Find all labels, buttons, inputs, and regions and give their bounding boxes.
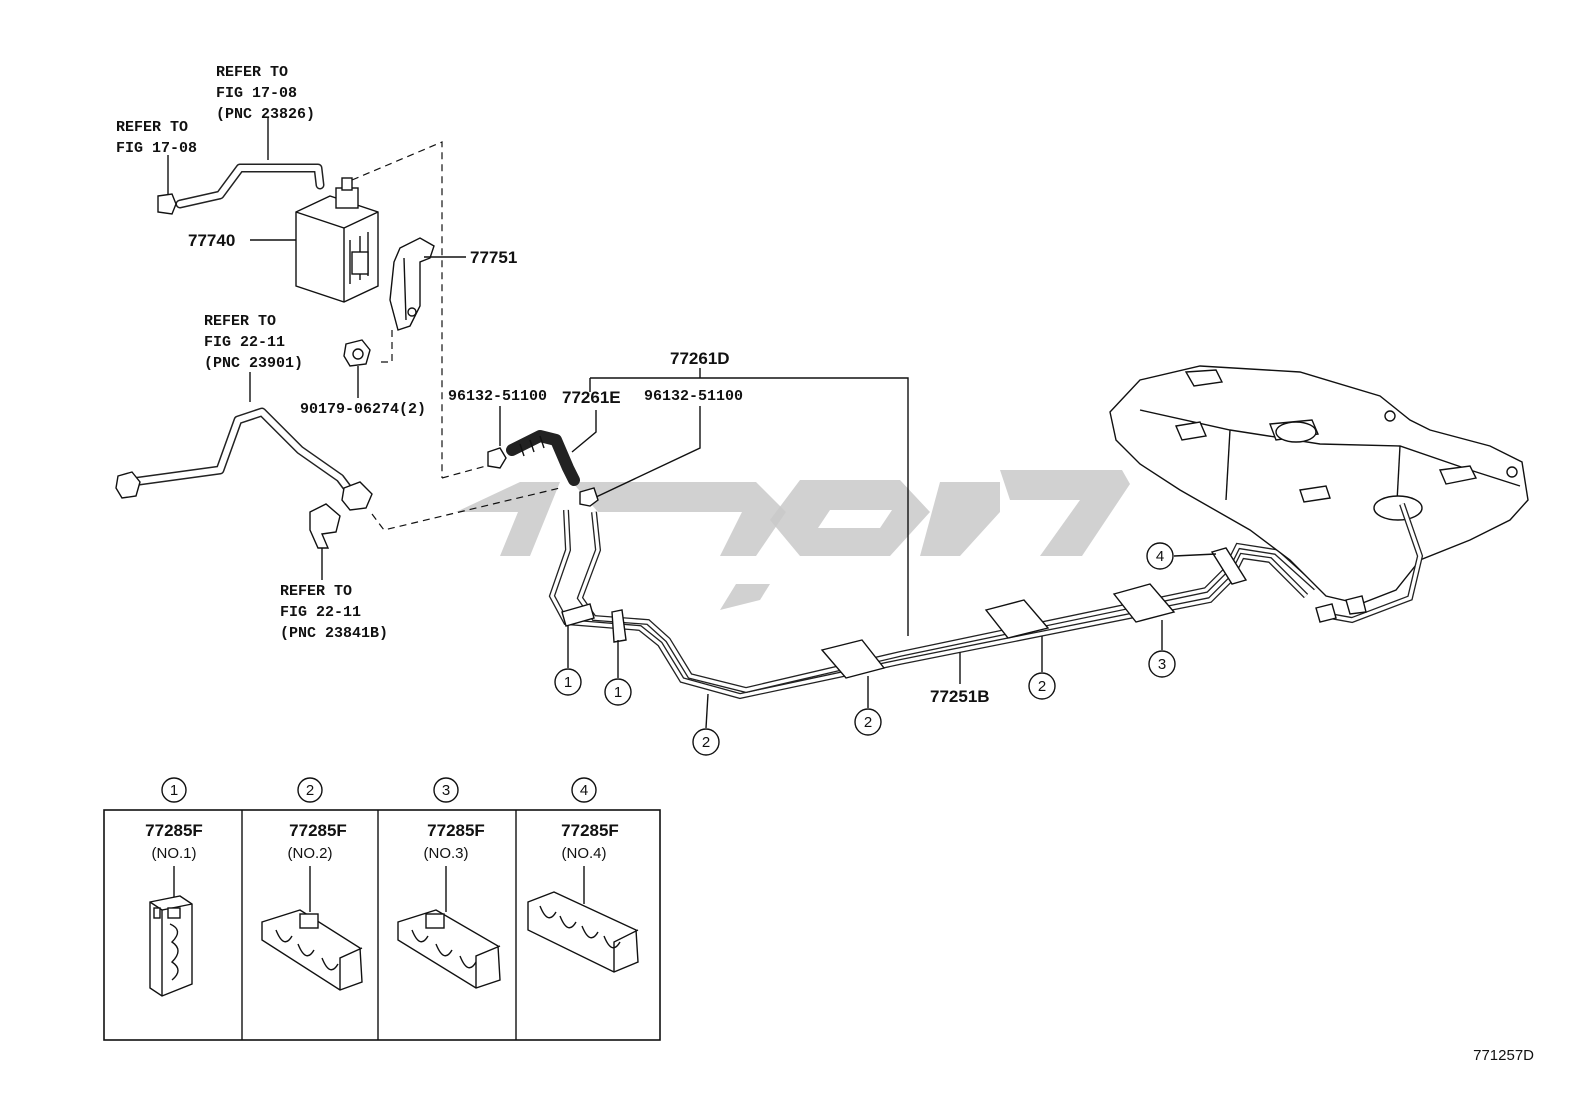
clamp-1-part: 77285F — [145, 821, 203, 840]
clamp-1-number: 1 — [170, 782, 178, 799]
canister-bracket-shape — [389, 237, 435, 331]
tube-clips — [561, 547, 1248, 679]
clamp-left-part-number: 96132-51100 — [448, 388, 547, 405]
ref1-line1: REFER TO — [216, 64, 288, 81]
callout-2a-number: 2 — [702, 734, 710, 751]
clamp-1-note: (NO.1) — [152, 845, 197, 862]
clamp-3-number: 3 — [442, 782, 450, 799]
callout-4: 4 — [1146, 542, 1217, 570]
fuel-tank-shape — [1109, 365, 1529, 624]
canister-part-number: 77740 — [188, 231, 235, 250]
ref1-line3: (PNC 23826) — [216, 106, 315, 123]
main-tube-part-number: 77251B — [930, 687, 990, 706]
ref2-line1: REFER TO — [116, 119, 188, 136]
ref-text-2: REFER TO FIG 17-08 — [116, 119, 197, 157]
ref3-line2: FIG 22-11 — [204, 334, 285, 351]
watermark-logo — [456, 470, 1130, 610]
clamp-4-number: 4 — [580, 782, 588, 799]
clamp-3-note: (NO.3) — [424, 845, 469, 862]
clamp-right-part-number: 96132-51100 — [644, 388, 743, 405]
clamp-4-note: (NO.4) — [562, 845, 607, 862]
callout-1b-number: 1 — [614, 684, 622, 701]
hose-77261E-shape — [487, 430, 599, 507]
clamp-cell-3: 3 77285F (NO.3) — [397, 777, 501, 989]
figure-code: 771257D — [1473, 1047, 1534, 1064]
bushing-shape — [343, 339, 371, 367]
ref4-line1: REFER TO — [280, 583, 352, 600]
ref-text-1: REFER TO FIG 17-08 (PNC 23826) — [216, 64, 315, 123]
fuel-tube-main — [548, 509, 1319, 700]
charcoal-canister-shape — [295, 177, 379, 303]
callout-1b: 1 — [604, 640, 632, 706]
ref3-line3: (PNC 23901) — [204, 355, 303, 372]
callout-2c: 2 — [1028, 636, 1056, 700]
clamp-cell-4: 4 77285F (NO.4) — [527, 777, 639, 973]
clamp-3-part: 77285F — [427, 821, 485, 840]
ref3-line1: REFER TO — [204, 313, 276, 330]
ref1-line2: FIG 17-08 — [216, 85, 297, 102]
callout-1a: 1 — [554, 626, 582, 696]
callout-2b: 2 — [854, 676, 882, 736]
clamp-cell-2: 2 77285F (NO.2) — [261, 777, 363, 991]
connector-shape — [309, 503, 341, 549]
ref2-line2: FIG 17-08 — [116, 140, 197, 157]
bushing-part-number: 90179-06274(2) — [300, 401, 426, 418]
tube-assy-part-number: 77261D — [670, 349, 730, 368]
bracket-part-number: 77751 — [470, 248, 517, 267]
callout-4-number: 4 — [1156, 548, 1164, 565]
callout-2c-number: 2 — [1038, 678, 1046, 695]
clamp-cell-1: 1 77285F (NO.1) — [145, 777, 203, 997]
vapor-hose-upper — [157, 163, 325, 215]
callout-2b-number: 2 — [864, 714, 872, 731]
callout-3-number: 3 — [1158, 656, 1166, 673]
ref-text-3: REFER TO FIG 22-11 (PNC 23901) — [204, 313, 303, 372]
clamp-4-part: 77285F — [561, 821, 619, 840]
ref-text-4: REFER TO FIG 22-11 (PNC 23841B) — [280, 583, 388, 642]
callout-3: 3 — [1148, 620, 1176, 678]
ref4-line2: FIG 22-11 — [280, 604, 361, 621]
callout-2a: 2 — [692, 693, 720, 756]
hose-part-number: 77261E — [562, 388, 621, 407]
ref4-line3: (PNC 23841B) — [280, 625, 388, 642]
callout-1a-number: 1 — [564, 674, 572, 691]
clamp-2-part: 77285F — [289, 821, 347, 840]
clamp-2-note: (NO.2) — [288, 845, 333, 862]
vapor-hose-lower — [115, 407, 373, 511]
clamp-2-number: 2 — [306, 782, 314, 799]
